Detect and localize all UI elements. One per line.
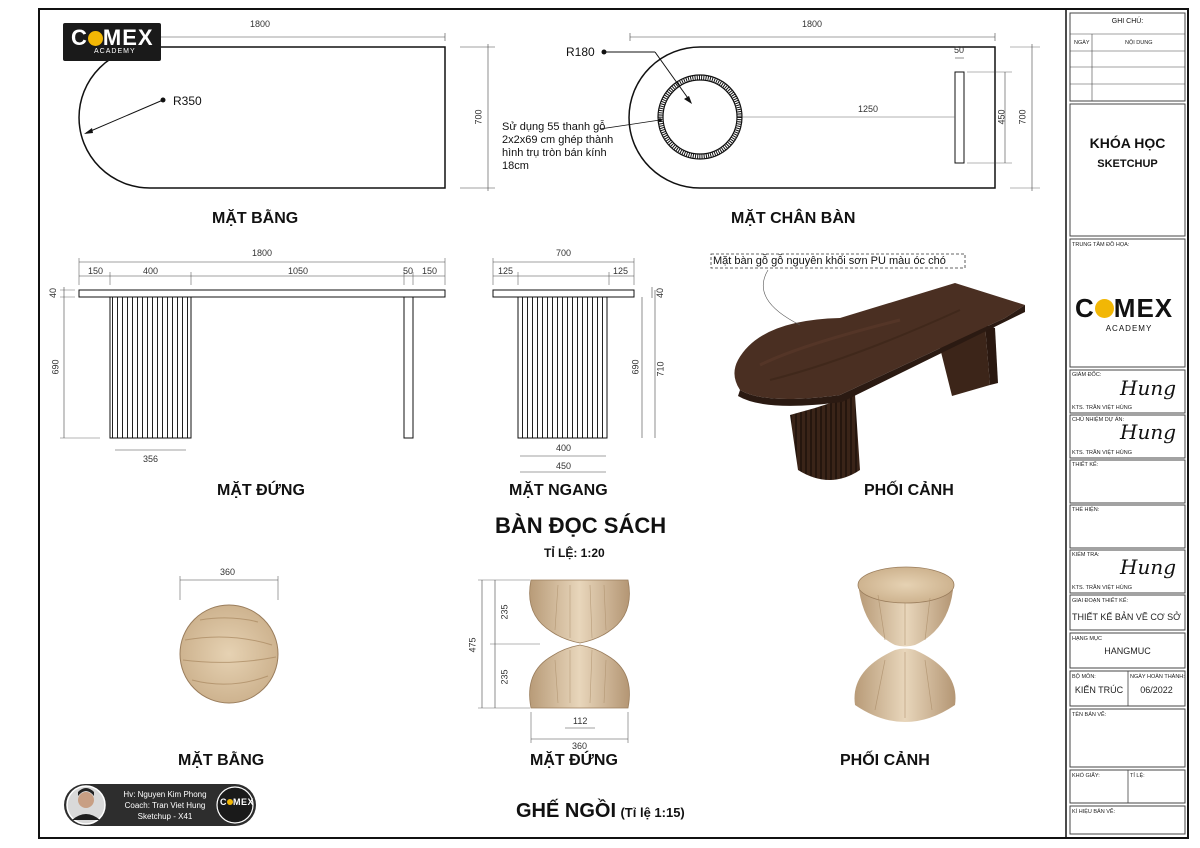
course-sub: SKETCHUP	[1097, 158, 1158, 170]
title-block-frame	[1069, 12, 1186, 835]
perspective-title: PHỐI CẢNH	[864, 482, 954, 499]
side-left-dim: 125	[498, 266, 514, 276]
plan-title: MẶT BẰNG	[212, 210, 299, 227]
item-value: HANGMUC	[1104, 646, 1151, 656]
table-perspective-render	[710, 253, 1025, 480]
dept-value: KIẾN TRÚC	[1074, 685, 1124, 695]
stool-elevation-view	[478, 579, 630, 743]
designer-label: THIẾT KẾ:	[1072, 462, 1099, 468]
front-elevation-view	[60, 258, 446, 451]
base-radius-label: R180	[566, 45, 595, 59]
front-seg-2: 400	[143, 266, 159, 276]
stool-plan-title: MẶT BẰNG	[178, 752, 265, 769]
drafter-label: THỂ HIỆN:	[1072, 507, 1100, 513]
center-distance-dim: 1250	[858, 104, 879, 114]
stool-persp-title: PHỐI CẢNH	[840, 752, 930, 769]
stool-base-dim: 360	[572, 741, 588, 751]
pm-signature: Hung	[1120, 420, 1177, 444]
notes-header: GHI CHÚ:	[1111, 18, 1144, 25]
front-total-dim: 1800	[252, 248, 273, 258]
item-label: HẠNG MỤC	[1072, 636, 1102, 642]
notes-col-content: NỘI DUNG	[1125, 40, 1153, 46]
side-title: MẶT NGANG	[509, 482, 608, 499]
center-label: TRUNG TÂM ĐỒ HỌA:	[1072, 242, 1130, 248]
side-total-dim: 700	[556, 248, 572, 258]
perspective-note: Mặt bàn gỗ gỗ nguyên khối sơn PU màu óc …	[713, 255, 946, 267]
phase-value: THIẾT KẾ BẢN VẼ CƠ SỞ	[1072, 612, 1181, 622]
plan-width-dim: 1800	[250, 19, 271, 29]
stool-plan-view	[179, 576, 279, 704]
base-depth-dim: 700	[1017, 109, 1028, 125]
side-inner-dim: 400	[556, 443, 572, 453]
student-info: Hv: Nguyen Kim Phong Coach: Tran Viet Hu…	[123, 790, 207, 821]
base-width-dim: 1800	[802, 19, 823, 29]
phase-label: GIAI ĐOẠN THIẾT KẾ:	[1072, 598, 1129, 604]
student-badge	[64, 784, 256, 826]
stool-upper-dim: 235	[499, 604, 510, 620]
front-seg-5: 150	[422, 266, 438, 276]
checker-signature: Hung	[1120, 555, 1177, 579]
main-title: BÀN ĐỌC SÁCH	[495, 513, 667, 538]
side-top-thick-dim: 40	[655, 287, 666, 299]
notes-col-date: NGÀY	[1074, 40, 1090, 46]
base-title: MẶT CHÂN BÀN	[731, 210, 856, 227]
drawing-code-label: KÍ HIỆU BẢN VẼ:	[1072, 809, 1116, 815]
dept-label: BỘ MÔN:	[1072, 674, 1096, 680]
front-leg-height-dim: 690	[50, 359, 61, 375]
side-right-dim: 125	[613, 266, 629, 276]
done-value: 06/2022	[1140, 685, 1173, 695]
stool-height-dim: 475	[467, 637, 478, 653]
side-leg-h2-dim: 710	[655, 361, 666, 377]
paper-label: KHỔ GIẤY:	[1072, 773, 1100, 779]
slot-height-dim: 450	[996, 109, 1007, 125]
base-note: Sử dụng 55 thanh gỗ 2x2x69 cm ghép thành…	[502, 121, 614, 172]
side-leg-h1-dim: 690	[630, 359, 641, 375]
front-seg-4: 50	[403, 266, 414, 276]
director-signature: Hung	[1120, 376, 1177, 400]
side-elevation-view	[492, 258, 656, 473]
stool-neck-dim: 112	[573, 716, 588, 726]
tb-scale-label: TỈ LỆ:	[1130, 773, 1145, 779]
stool-plan-dim: 360	[220, 567, 236, 577]
drawing-name-label: TÊN BẢN VẼ:	[1072, 712, 1107, 718]
done-label: NGÀY HOÀN THÀNH:	[1130, 674, 1185, 680]
plan-depth-dim: 700	[473, 109, 484, 125]
scale-label: TỈ LỆ: 1:20	[544, 546, 605, 560]
director-label: GIÁM ĐỐC:	[1072, 372, 1102, 378]
side-outer-dim: 450	[556, 461, 572, 471]
stool-elev-title: MẶT ĐỨNG	[530, 752, 618, 769]
table-base-view	[599, 33, 1040, 191]
checker-label: KIỂM TRA:	[1072, 552, 1100, 558]
front-seg-1: 150	[88, 266, 104, 276]
plan-radius-label: R350	[173, 94, 202, 108]
front-base-width-dim: 356	[143, 454, 159, 464]
pm-name: KTS. TRẦN VIỆT HÙNG	[1072, 450, 1133, 456]
checker-name: KTS. TRẦN VIỆT HÙNG	[1072, 585, 1133, 591]
front-seg-3: 1050	[288, 266, 309, 276]
stool-lower-dim: 235	[499, 669, 510, 685]
course-title: KHÓA HỌC	[1089, 135, 1166, 151]
front-title: MẶT ĐỨNG	[217, 482, 305, 499]
stool-title: GHẾ NGỒI (Tỉ lệ 1:15)	[516, 800, 685, 822]
front-top-thick-dim: 40	[48, 287, 59, 299]
stool-perspective-render	[854, 566, 956, 722]
slot-width-dim: 50	[954, 45, 965, 55]
pm-label: CHỦ NHIỆM DỰ ÁN:	[1072, 417, 1125, 423]
director-name: KTS. TRẦN VIỆT HÙNG	[1072, 405, 1133, 411]
